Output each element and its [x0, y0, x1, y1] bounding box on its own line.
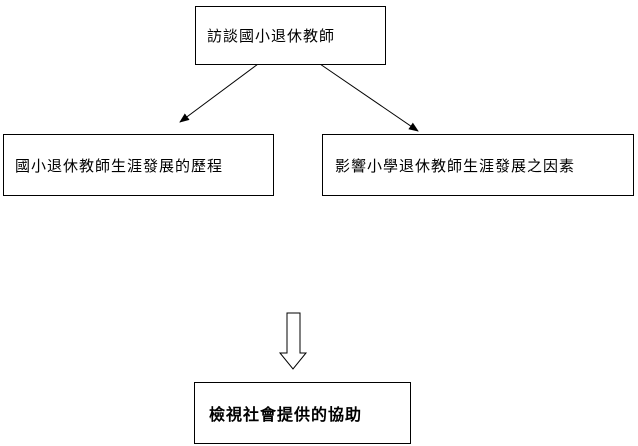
hollow-down-arrow [278, 312, 308, 370]
arrow-top-to-right [319, 63, 419, 132]
node-label: 國小退休教師生涯發展的歷程 [15, 156, 224, 175]
node-career-development-factors: 影響小學退休教師生涯發展之因素 [322, 134, 634, 196]
arrow-top-to-left [179, 63, 259, 123]
node-label: 影響小學退休教師生涯發展之因素 [335, 156, 576, 175]
node-review-social-assistance: 檢視社會提供的協助 [194, 382, 411, 444]
node-career-development-process: 國小退休教師生涯發展的歷程 [3, 134, 274, 196]
node-label: 檢視社會提供的協助 [209, 405, 363, 424]
node-label: 訪談國小退休教師 [207, 27, 336, 45]
node-interview-retired-teachers: 訪談國小退休教師 [195, 6, 386, 65]
